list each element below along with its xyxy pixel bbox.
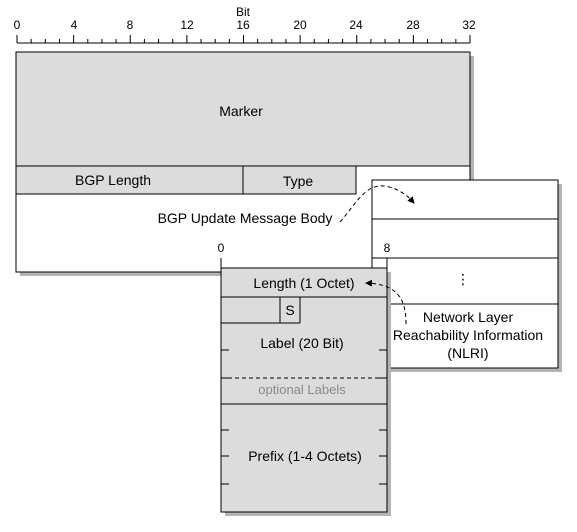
- ruler-title: Bit: [236, 5, 251, 19]
- ruler-tick-label: 8: [127, 18, 134, 32]
- type-label: Type: [283, 173, 314, 189]
- nlri-offset-end: 8: [384, 241, 391, 255]
- s-bit-label: S: [285, 302, 294, 318]
- ruler-tick-label: 20: [293, 18, 307, 32]
- update-body-label: BGP Update Message Body: [158, 210, 333, 226]
- nlri-detail-box: Length (1 Octet) S Label (20 Bit) option…: [220, 267, 391, 516]
- nlri-label-line2: Reachability Information: [393, 327, 543, 343]
- prefix-label: Prefix (1-4 Octets): [248, 448, 362, 464]
- nlri-ellipsis: ⋮: [456, 271, 470, 287]
- ruler-tick-label: 24: [349, 18, 363, 32]
- ruler-tick-label: 16: [236, 18, 250, 32]
- bgp-message-block: Marker BGP Length Type BGP Update Messag…: [15, 51, 474, 276]
- ruler-tick-label: 0: [14, 18, 21, 32]
- marker-field: [15, 51, 471, 167]
- nlri-detail-frame: [220, 267, 388, 513]
- nlri-box: ⋮ Network Layer Reachability Information…: [371, 179, 562, 372]
- nlri-box-frame: [371, 179, 559, 369]
- marker-label: Marker: [219, 103, 263, 119]
- label-field-label: Label (20 Bit): [260, 335, 343, 351]
- length-label: Length (1 Octet): [253, 275, 354, 291]
- nlri-label-line1: Network Layer: [423, 309, 514, 325]
- bgp-length-label: BGP Length: [75, 172, 151, 188]
- nlri-to-detail-arrow: [365, 279, 407, 325]
- nlri-label-line3: (NLRI): [447, 345, 488, 361]
- ruler-tick-label: 12: [180, 18, 194, 32]
- detail-byte-ticks: [221, 349, 387, 485]
- bgp-length-field: [15, 165, 244, 195]
- nlri-offset-start: 0: [218, 241, 225, 255]
- ruler-tick-marks: [16, 35, 471, 43]
- body-to-nlri-arrow: [339, 185, 415, 223]
- bit-ruler: Bit 0 4 8 12 16 20 24 28 32: [14, 5, 476, 44]
- ruler-tick-label: 4: [71, 18, 78, 32]
- ruler-tick-label: 28: [406, 18, 420, 32]
- ruler-tick-label: 32: [462, 18, 476, 32]
- type-field: [242, 165, 357, 195]
- optional-labels-label: optional Labels: [258, 382, 346, 397]
